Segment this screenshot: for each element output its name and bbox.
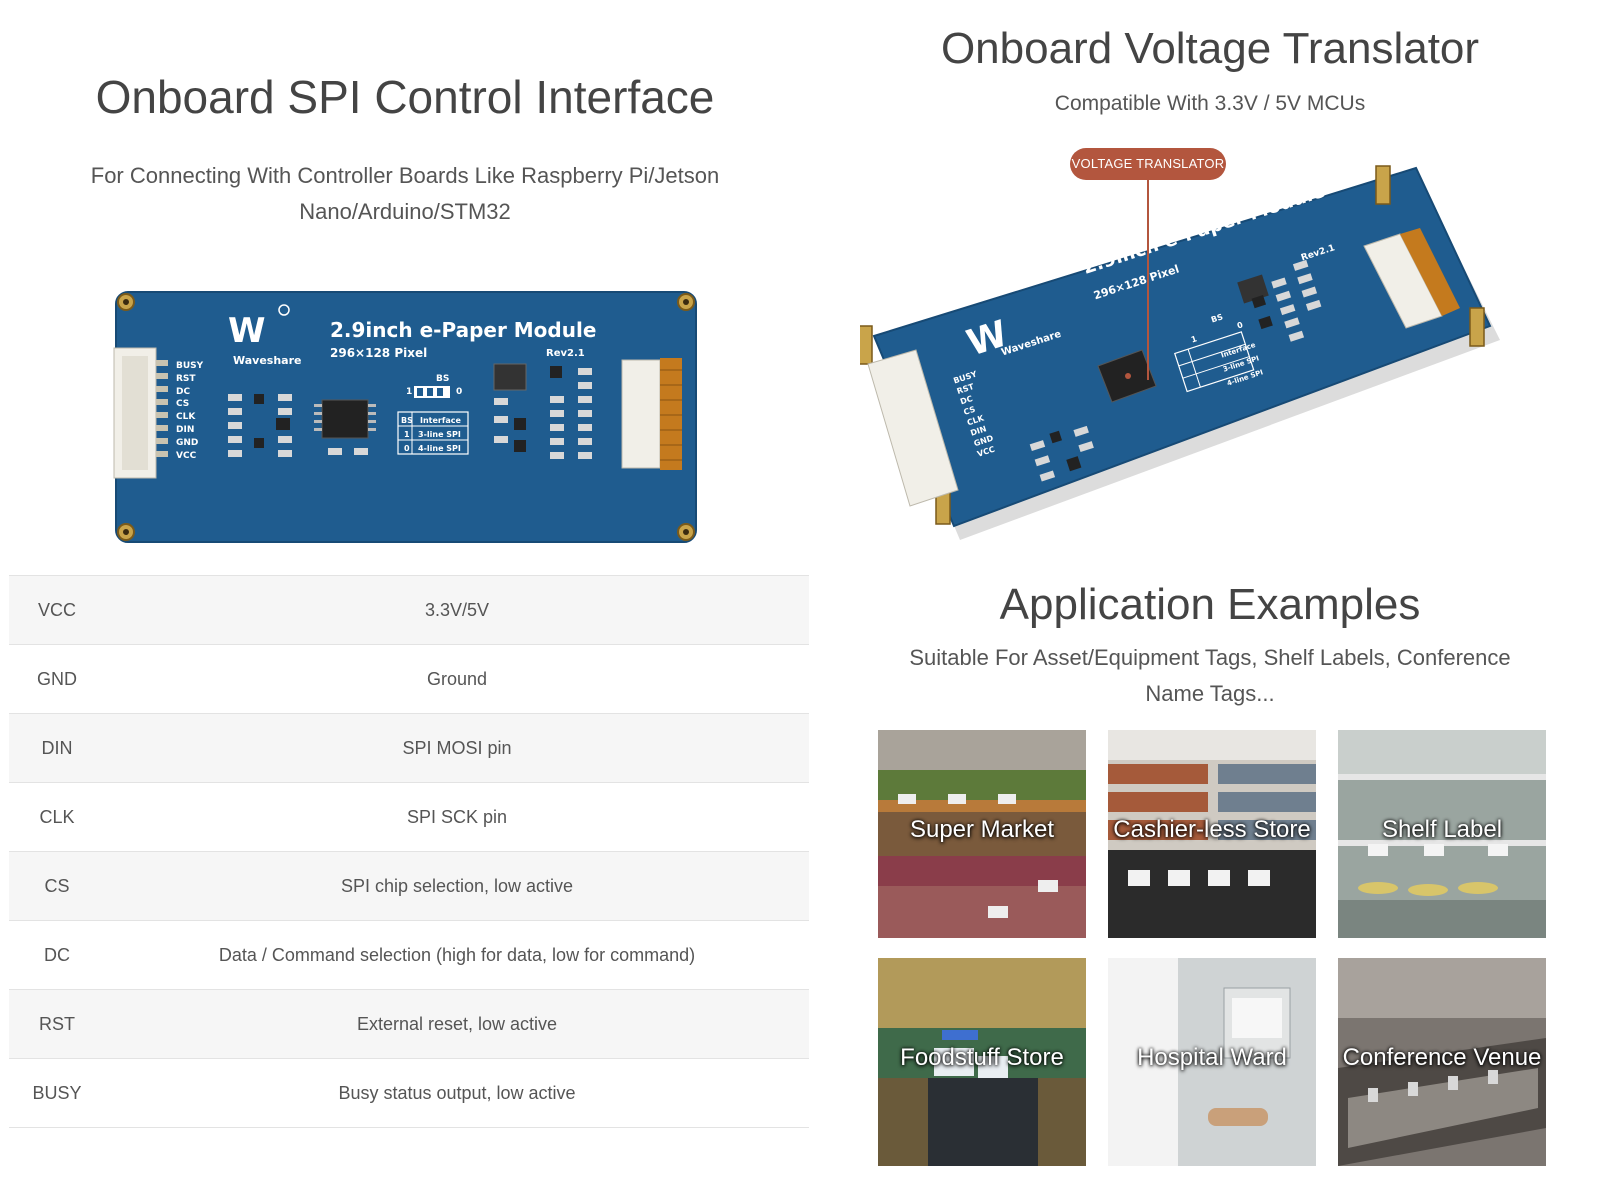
- application-tile-hospital-ward[interactable]: Hospital Ward: [1108, 958, 1316, 1166]
- svg-text:W: W: [228, 311, 266, 351]
- tile-label: Conference Venue: [1342, 1044, 1542, 1071]
- applications-subtitle-line-1: Suitable For Asset/Equipment Tags, Shelf…: [909, 645, 1511, 670]
- tile-label: Cashier-less Store: [1113, 816, 1311, 843]
- interface-row-2-mode: 4-line SPI: [418, 444, 461, 453]
- pin-name-cell: CLK: [9, 782, 105, 852]
- pin-description-cell: Data / Command selection (high for data,…: [105, 920, 809, 990]
- spi-subtitle-line-2: Nano/Arduino/STM32: [299, 199, 511, 224]
- board-pin-label: CS: [176, 399, 190, 410]
- interface-header-label: Interface: [420, 416, 461, 425]
- board-pin-label: BUSY: [176, 361, 204, 371]
- pin-description-cell: 3.3V/5V: [105, 575, 809, 645]
- interface-row-1-bs: 1: [404, 430, 410, 439]
- pin-name-cell: CS: [9, 851, 105, 921]
- conference-venue-scene-image: [1338, 958, 1546, 1166]
- pin-description-cell: External reset, low active: [105, 989, 809, 1059]
- board-pin-label: RST: [176, 373, 196, 384]
- voltage-translator-pointer-line: [1147, 180, 1149, 380]
- board-title-label: 2.9inch e-Paper Module: [330, 318, 597, 342]
- application-tile-conference-venue[interactable]: Conference Venue: [1338, 958, 1546, 1166]
- board-pin-label: CLK: [176, 412, 196, 423]
- pin-description-cell: SPI MOSI pin: [105, 713, 809, 783]
- voltage-section-subtitle: Compatible With 3.3V / 5V MCUs: [1054, 92, 1366, 115]
- bs-switch-label: BS: [436, 374, 450, 384]
- tile-label: Hospital Ward: [1137, 1044, 1287, 1071]
- pin-description-cell: SPI SCK pin: [105, 782, 809, 852]
- pin-name-cell: GND: [9, 644, 105, 714]
- interface-row-2-bs: 0: [404, 444, 410, 453]
- pin-description-cell: Busy status output, low active: [105, 1058, 809, 1128]
- board-pin-label: GND: [176, 437, 199, 448]
- board-pin-labels: BUSY RST DC CS CLK DIN GND VCC: [176, 360, 203, 462]
- applications-title: Application Examples: [999, 580, 1421, 629]
- hospital-ward-scene-image: [1108, 958, 1316, 1166]
- board-revision-label: Rev2.1: [546, 348, 585, 359]
- foodstuff-store-scene-image: [878, 958, 1086, 1166]
- bs-one-label: 1: [406, 387, 413, 397]
- epaper-board-front-image: W: [113, 291, 697, 543]
- supermarket-scene-image: [878, 730, 1086, 938]
- pin-description-cell: SPI chip selection, low active: [105, 851, 809, 921]
- spi-section-subtitle: For Connecting With Controller Boards Li…: [70, 158, 740, 230]
- application-tile-cashier-less-store[interactable]: Cashier-less Store: [1108, 730, 1316, 938]
- bs-zero-label: 0: [456, 387, 463, 397]
- board-pin-label: DC: [176, 386, 191, 397]
- pin-name-cell: BUSY: [9, 1058, 105, 1128]
- tile-label: Super Market: [909, 816, 1055, 843]
- bs-column-label: BS: [401, 416, 413, 425]
- tile-label: Foodstuff Store: [900, 1044, 1064, 1071]
- board-pin-label: DIN: [176, 424, 195, 435]
- board-resolution-label: 296×128 Pixel: [330, 346, 428, 360]
- pin-description-cell: Ground: [105, 644, 809, 714]
- pin-name-cell: RST: [9, 989, 105, 1059]
- tile-label: Shelf Label: [1381, 816, 1503, 843]
- interface-row-1-mode: 3-line SPI: [418, 430, 461, 439]
- voltage-section-title: Onboard Voltage Translator: [940, 24, 1480, 73]
- board-brand-label: Waveshare: [233, 354, 302, 367]
- shelf-label-scene-image: [1338, 730, 1546, 938]
- application-tile-shelf-label[interactable]: Shelf Label: [1338, 730, 1546, 938]
- application-tile-foodstuff-store[interactable]: Foodstuff Store: [878, 958, 1086, 1166]
- pin-name-cell: DC: [9, 920, 105, 990]
- spi-subtitle-line-1: For Connecting With Controller Boards Li…: [90, 163, 720, 188]
- pin-name-cell: DIN: [9, 713, 105, 783]
- applications-subtitle-line-2: Name Tags...: [1145, 681, 1275, 706]
- applications-subtitle: Suitable For Asset/Equipment Tags, Shelf…: [890, 640, 1530, 712]
- voltage-translator-badge: VOLTAGE TRANSLATOR: [1070, 148, 1226, 180]
- pin-name-cell: VCC: [9, 575, 105, 645]
- epaper-board-angled-image: W: [860, 165, 1500, 540]
- board-pin-label: VCC: [176, 450, 197, 461]
- application-tile-super-market[interactable]: Super Market: [878, 730, 1086, 938]
- cashierless-store-scene-image: [1108, 730, 1316, 938]
- spi-section-title: Onboard SPI Control Interface: [95, 71, 715, 123]
